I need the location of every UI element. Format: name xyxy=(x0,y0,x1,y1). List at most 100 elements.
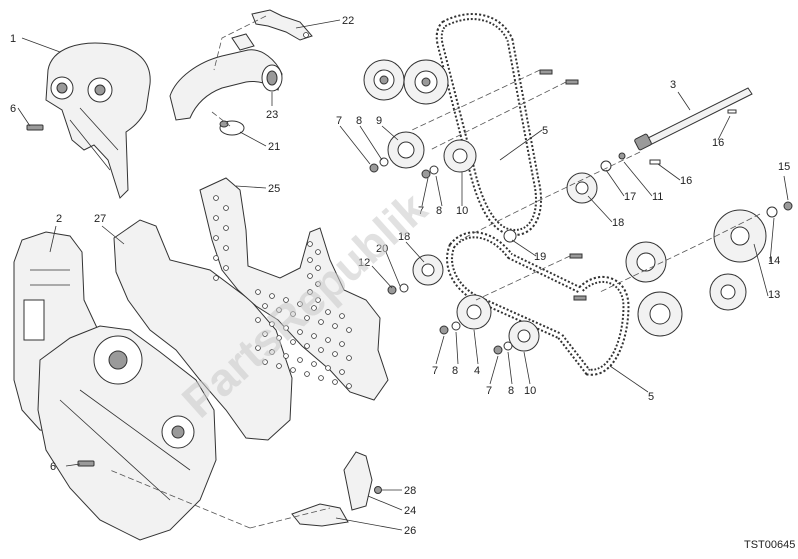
callout-c11: 11 xyxy=(652,191,663,203)
perforation-hole xyxy=(339,313,345,319)
perforation-hole xyxy=(311,333,317,339)
perforation-hole xyxy=(283,325,289,331)
callout-c8d: 8 xyxy=(508,385,514,397)
callout-c18a: 18 xyxy=(612,217,624,229)
callout-c5a: 5 xyxy=(542,125,548,137)
perforation-hole xyxy=(262,303,268,309)
key-16b xyxy=(649,159,661,165)
callout-c15: 15 xyxy=(778,161,790,173)
perforation-hole xyxy=(297,329,303,335)
perforation-hole xyxy=(332,323,338,329)
pulley-18-right xyxy=(566,172,598,204)
perforation-hole xyxy=(325,365,331,371)
perforation-hole xyxy=(325,337,331,343)
perforation-hole xyxy=(318,347,324,353)
perforation-hole xyxy=(269,293,275,299)
callout-c19: 19 xyxy=(534,251,546,263)
callout-c14: 14 xyxy=(768,255,780,267)
alignment-lines xyxy=(109,15,761,529)
perforation-hole xyxy=(304,371,310,377)
upper-belt-cover xyxy=(45,42,151,199)
callout-c18b: 18 xyxy=(398,231,410,243)
callout-c9: 9 xyxy=(376,115,382,127)
studs xyxy=(539,69,587,301)
perforation-hole xyxy=(276,307,282,313)
screw-6-top xyxy=(26,124,44,131)
idler-upper xyxy=(443,139,477,173)
small-hardware xyxy=(369,152,793,355)
front-timing-cover xyxy=(37,325,217,541)
callout-c8b: 8 xyxy=(436,205,442,217)
cam-pulley-upper-b xyxy=(403,59,449,105)
screw-28 xyxy=(374,486,382,494)
perforation-hole xyxy=(332,351,338,357)
callout-c22: 22 xyxy=(342,15,354,27)
callout-c17: 17 xyxy=(624,191,636,203)
perforation-hole xyxy=(311,361,317,367)
gear-14 xyxy=(713,209,767,263)
perforation-hole xyxy=(276,363,282,369)
cam-pulley-upper-a xyxy=(363,59,405,101)
perforation-hole xyxy=(276,335,282,341)
perforation-hole xyxy=(213,255,219,261)
callout-c13: 13 xyxy=(768,289,780,301)
perforation-hole xyxy=(315,297,321,303)
perforation-hole xyxy=(304,315,310,321)
perforation-hole xyxy=(255,289,261,295)
perforation-hole xyxy=(307,241,313,247)
perforation-hole xyxy=(332,379,338,385)
perforation-hole xyxy=(315,265,321,271)
perforation-hole xyxy=(283,353,289,359)
perforation-hole xyxy=(311,305,317,311)
callout-c8c: 8 xyxy=(452,365,458,377)
callout-c16b: 16 xyxy=(680,175,692,187)
leader-lines xyxy=(17,19,789,531)
perforation-hole xyxy=(223,245,229,251)
callout-c10b: 10 xyxy=(524,385,536,397)
shaft-3 xyxy=(634,87,753,151)
callout-c7d: 7 xyxy=(486,385,492,397)
callout-c3: 3 xyxy=(670,79,676,91)
perforation-hole xyxy=(297,301,303,307)
callout-c8a: 8 xyxy=(356,115,362,127)
perforation-hole xyxy=(223,225,229,231)
perforation-hole xyxy=(346,327,352,333)
perforation-hole xyxy=(290,367,296,373)
perforation-hole xyxy=(213,215,219,221)
callout-c12: 12 xyxy=(358,257,370,269)
callout-labels: 1 2 3 4 5 5 6 6 7 7 7 7 8 8 8 8 9 10 10 … xyxy=(10,15,790,537)
callout-c21: 21 xyxy=(268,141,280,153)
timing-belt-upper xyxy=(435,13,542,236)
perforation-hole xyxy=(315,281,321,287)
callout-c7a: 7 xyxy=(336,115,342,127)
key-16a xyxy=(727,109,737,114)
callout-c26: 26 xyxy=(404,525,416,537)
pulley-10-lower xyxy=(508,320,540,352)
perforation-hole xyxy=(290,339,296,345)
perforation-hole xyxy=(307,257,313,263)
perforation-hole xyxy=(346,355,352,361)
callout-c27: 27 xyxy=(94,213,106,225)
perforation-hole xyxy=(213,235,219,241)
perforation-hole xyxy=(307,289,313,295)
perforation-hole xyxy=(290,311,296,317)
perforation-hole xyxy=(346,383,352,389)
perforation-hole xyxy=(255,317,261,323)
bracket-22 xyxy=(251,9,313,41)
perforation-hole xyxy=(269,349,275,355)
cam-pulley-right-lower xyxy=(637,291,683,337)
callout-c7c: 7 xyxy=(432,365,438,377)
perforation-hole xyxy=(315,249,321,255)
perforation-hole xyxy=(304,343,310,349)
callout-c20: 20 xyxy=(376,243,388,255)
perforation-hole xyxy=(318,375,324,381)
bracket-24 xyxy=(343,451,373,511)
air-duct-23 xyxy=(169,33,283,121)
perforation-hole xyxy=(318,319,324,325)
perforation-hole xyxy=(307,273,313,279)
callout-c4: 4 xyxy=(474,365,480,377)
perforation-hole xyxy=(297,357,303,363)
cam-pulley-right-upper xyxy=(625,241,667,283)
perforation-hole xyxy=(283,297,289,303)
